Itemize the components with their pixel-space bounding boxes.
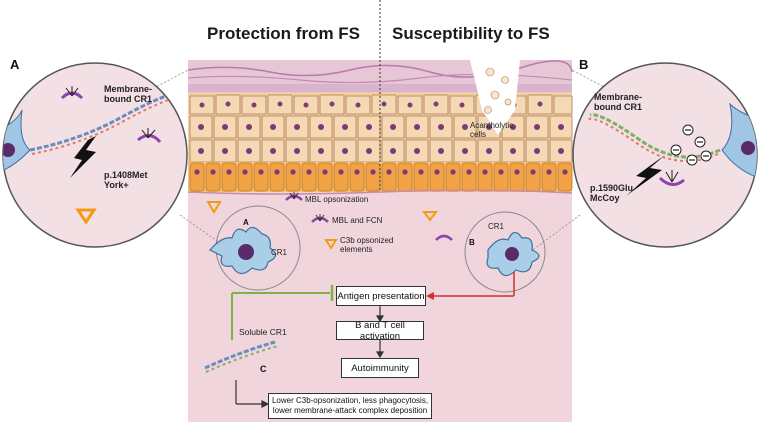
soluble-cr1-chain (204, 340, 279, 373)
inhibition-connector (231, 285, 334, 340)
left-variant-label: p.1408Met York+ (104, 170, 148, 191)
outcome-line2: lower membrane-attack complex deposition (272, 406, 428, 415)
soluble-cr1-label: Soluble CR1 (239, 327, 287, 337)
right-variant-label: p.1590Glu McCoy (590, 183, 633, 204)
right-membrane-label: Membrane- bound CR1 (594, 92, 642, 113)
legend-icons (206, 192, 453, 250)
heading-protection: Protection from FS (207, 24, 361, 43)
epidermis-layer (188, 92, 573, 163)
right-membrane-line2: bound CR1 (594, 102, 642, 113)
left-membrane-label: Membrane- bound CR1 (104, 84, 152, 105)
right-membrane-line1: Membrane- (594, 92, 643, 102)
panel-a-letter: A (10, 57, 20, 72)
right-variant-line1: p.1590Glu (590, 183, 634, 193)
left-magnified-circle (2, 62, 231, 251)
legend-c3b: C3b opsonized elements (340, 236, 393, 254)
flow-arrows (235, 306, 385, 408)
left-membrane-line1: Membrane- (104, 84, 153, 94)
dendritic-cell-left (209, 205, 301, 291)
autoimmunity-box: Autoimmunity (341, 358, 419, 378)
acantholytic-gap (470, 60, 520, 135)
left-variant-line2: York+ (104, 180, 129, 191)
cell-activation-box: B and T cell activation (336, 320, 424, 342)
right-variant-line2: McCoy (590, 193, 620, 204)
activation-connector (426, 272, 515, 300)
panel-a-inner-letter: A (243, 218, 249, 227)
acantholytic-line1: Acantholytic (470, 121, 514, 130)
heading-susceptibility: Susceptibility to FS (392, 24, 550, 43)
outcome-box: Lower C3b-opsonization, less phagocytosi… (268, 393, 432, 419)
left-membrane-line2: bound CR1 (104, 94, 152, 105)
legend-c3b-line2: elements (340, 245, 373, 255)
legend-c3b-line1: C3b opsonized (340, 236, 394, 245)
legend-mbl-opsonization: MBL opsonization (305, 195, 369, 204)
dendritic-cell-right (464, 211, 546, 293)
acantholytic-line2: cells (470, 130, 487, 140)
cr1-right-label: CR1 (488, 222, 505, 231)
outcome-line1: Lower C3b-opsonization, less phagocytosi… (271, 396, 429, 406)
antigen-presentation-box: Antigen presentation (336, 286, 426, 306)
cr1-left-label: CR1 (271, 248, 288, 257)
panel-b-inner-letter: B (469, 238, 475, 247)
left-variant-line1: p.1408Met (104, 170, 148, 180)
acantholytic-label: Acantholytic cells (470, 121, 513, 139)
right-magnified-circle (529, 62, 758, 253)
panel-c-letter: C (260, 364, 267, 374)
legend-mbl-fcn: MBL and FCN (332, 216, 383, 225)
panel-b-letter: B (579, 57, 589, 72)
